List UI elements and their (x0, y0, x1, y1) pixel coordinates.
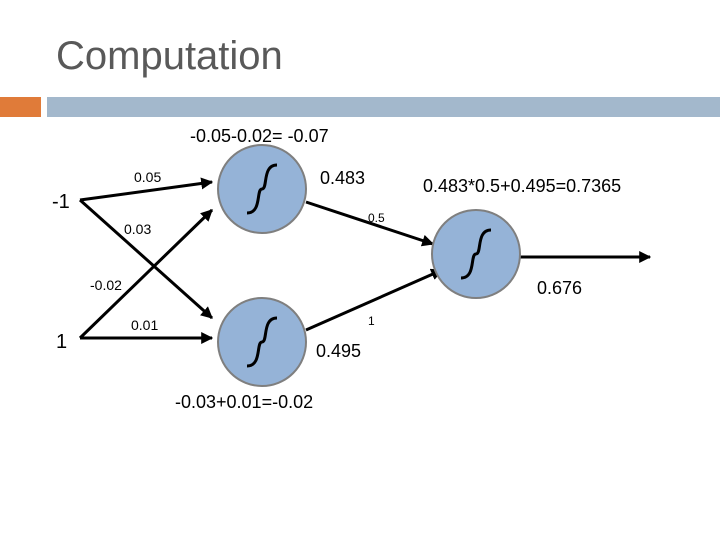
hidden1-net-label: -0.05-0.02= -0.07 (190, 126, 329, 146)
sigmoid-icon (460, 228, 492, 280)
edge-x1-h2 (79, 198, 213, 320)
output-node (431, 209, 521, 299)
hidden-node-1 (217, 144, 307, 234)
slide-title: Computation (56, 34, 283, 78)
input-x2-label: 1 (56, 331, 67, 353)
accent-bar-blue (47, 97, 720, 117)
weight-h1-out-label: 0.5 (368, 211, 385, 225)
hidden2-output-label: 0.495 (316, 341, 361, 361)
edge-h1-out (305, 200, 435, 247)
weight-x2-h1-label: 0.03 (124, 221, 151, 237)
weight-x1-h2-label: -0.02 (90, 277, 122, 293)
input-x1-label: -1 (52, 191, 70, 213)
accent-bar-orange (0, 97, 41, 117)
weight-x2-h2-label: 0.01 (131, 317, 158, 333)
edge-x1-h1 (79, 177, 214, 202)
edge-x2-h1 (78, 208, 214, 340)
sigmoid-icon (246, 316, 278, 368)
hidden1-output-label: 0.483 (320, 168, 365, 188)
weight-h2-out-label: 1 (368, 314, 375, 328)
hidden2-net-label: -0.03+0.01=-0.02 (175, 392, 313, 412)
hidden-node-2 (217, 297, 307, 387)
output-net-label: 0.483*0.5+0.495=0.7365 (423, 176, 621, 196)
edge-h2-out (305, 268, 444, 332)
output-value-label: 0.676 (537, 278, 582, 298)
sigmoid-icon (246, 163, 278, 215)
weight-x1-h1-label: 0.05 (134, 169, 161, 185)
